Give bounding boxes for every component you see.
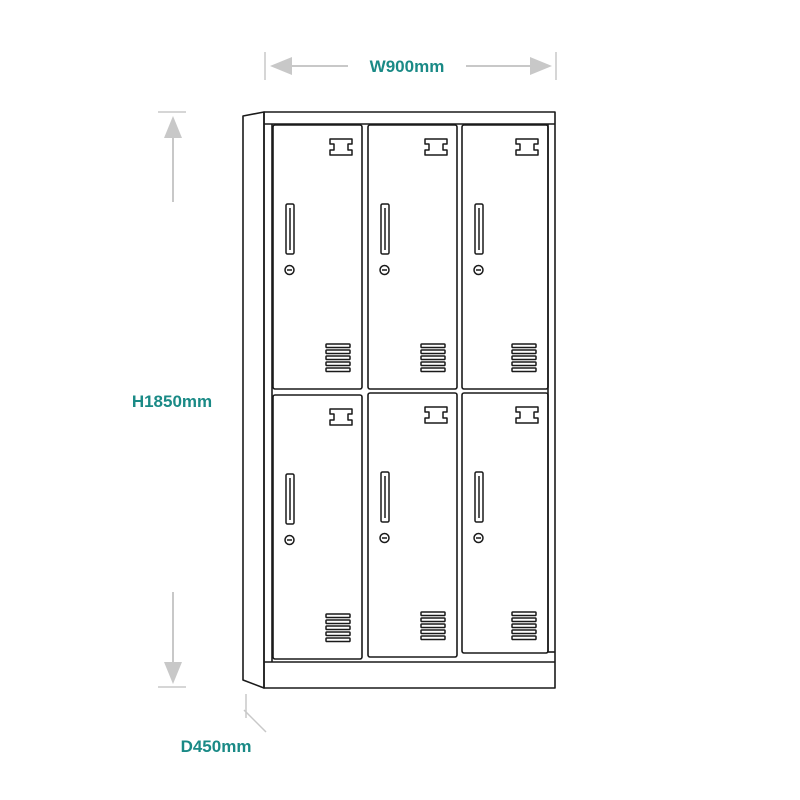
locker-cabinet [242,111,556,689]
height-arrow-top-icon [164,116,182,138]
vent-slot [511,611,537,617]
door-top-left[interactable] [272,124,363,390]
cabinet-side-panel [242,111,265,689]
handle-icon [380,471,390,523]
height-label: H1850mm [132,392,212,411]
vent-slot [325,625,351,631]
handle-icon [285,203,295,255]
depth-dimension: D450mm [181,694,267,756]
width-arrow-right-icon [530,57,552,75]
keyhole-icon [284,264,295,276]
vent-slot [511,355,537,361]
door-bottom-right[interactable] [461,392,549,654]
tag-holder-icon [424,406,448,424]
depth-line [243,709,267,733]
vent-slot [420,349,446,355]
tag-holder-icon [515,138,539,156]
vent-slot [325,637,351,643]
keyhole-icon [473,532,484,544]
door-details [284,138,539,643]
cabinet-front-frame [263,111,556,689]
vent-slot [420,611,446,617]
vent-slot [325,367,351,373]
vent-slot [511,635,537,641]
door-detail-top-middle [379,138,448,373]
door-detail-bottom-middle [379,406,448,641]
door-bottom-middle[interactable] [367,392,458,658]
tag-holder-icon [515,406,539,424]
width-dimension: W900mm [264,52,557,80]
vent-slot [420,629,446,635]
tag-holder-icon [329,138,353,156]
keyhole-icon [379,532,390,544]
height-arrow-bottom-icon [164,662,182,684]
width-arrow-left-icon [270,57,292,75]
vent-slot [325,619,351,625]
vent-slot [420,355,446,361]
vent-slot [511,617,537,623]
door-bottom-left[interactable] [272,394,363,660]
vent-slot [420,617,446,623]
vent-slot [325,355,351,361]
vent-slot [420,343,446,349]
handle-icon [285,473,295,525]
tag-holder-icon [329,408,353,426]
keyhole-icon [379,264,390,276]
vent-slot [511,349,537,355]
vent-slot [325,343,351,349]
keyhole-icon [284,534,295,546]
vent-slot [511,343,537,349]
vent-slot [325,361,351,367]
door-detail-bottom-left [284,408,353,643]
vent-slot [420,367,446,373]
handle-icon [474,203,484,255]
handle-icon [474,471,484,523]
door-detail-top-right [473,138,539,373]
door-top-middle[interactable] [367,124,458,390]
vent-slot [420,635,446,641]
vent-slot [325,613,351,619]
door-top-right[interactable] [461,124,549,390]
width-label: W900mm [370,57,445,76]
vent-slot [420,361,446,367]
depth-label: D450mm [181,737,252,756]
tag-holder-icon [424,138,448,156]
handle-icon [380,203,390,255]
height-dimension: H1850mm [132,111,212,688]
vent-slot [325,631,351,637]
vent-slot [511,367,537,373]
keyhole-icon [473,264,484,276]
door-detail-bottom-right [473,406,539,641]
door-detail-top-left [284,138,353,373]
vent-slot [511,629,537,635]
vent-slot [511,623,537,629]
vent-slot [420,623,446,629]
vent-slot [511,361,537,367]
vent-slot [325,349,351,355]
